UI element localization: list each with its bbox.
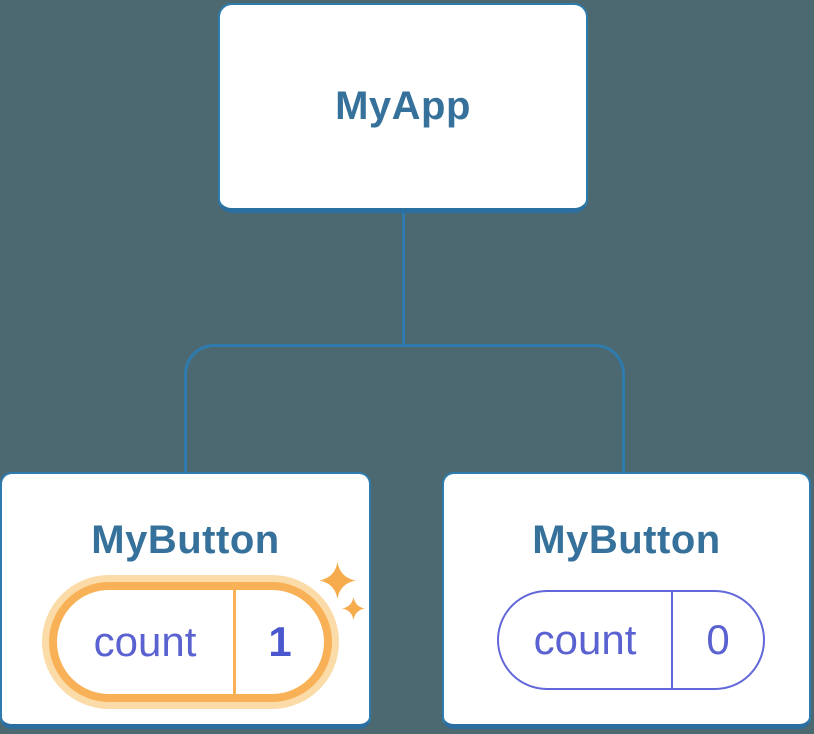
child-component-card: MyButton count 0 — [442, 472, 811, 729]
state-value: 1 — [268, 618, 292, 665]
state-key-label: count — [93, 618, 197, 665]
root-component-label: MyApp — [335, 84, 471, 128]
pill-divider — [671, 592, 673, 688]
sparkle-icon — [319, 562, 356, 599]
root-component-card: MyApp — [218, 3, 588, 213]
state-value: 0 — [706, 616, 730, 663]
child-component-label: MyButton — [91, 518, 280, 562]
tree-connector-stem — [402, 212, 405, 346]
sparkle-icon — [342, 597, 365, 620]
pill-divider — [233, 590, 236, 694]
child-component-card-highlighted: MyButton count 1 — [0, 472, 371, 729]
state-pill-highlighted: count 1 — [49, 582, 332, 702]
state-key-label: count — [533, 616, 637, 663]
tree-connector-bracket — [184, 344, 625, 472]
state-pill: count 0 — [497, 590, 765, 690]
child-component-label: MyButton — [532, 518, 721, 562]
